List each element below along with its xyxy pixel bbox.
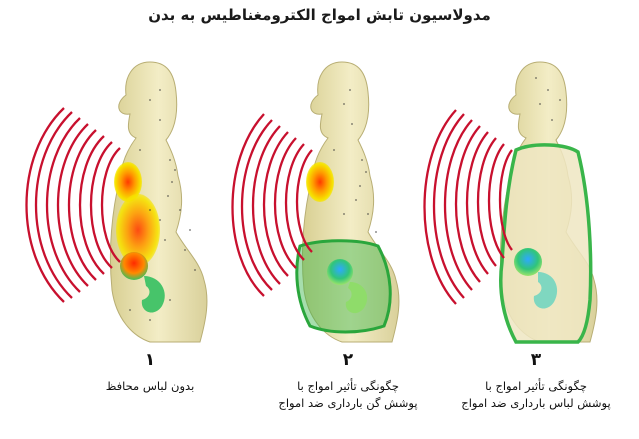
panel-2-number: ۲ [342,350,354,370]
shield-outline [499,143,593,344]
fetus-icon [327,259,368,314]
panel-3-number: ۳ [530,350,542,370]
field-dots [333,89,377,233]
body-figure [301,61,400,343]
panel-1-figure [25,61,208,343]
fetus-icon [514,248,558,309]
panel-3-figure [423,61,598,344]
panel-1-caption-line1: بدون لباس محافظ [105,379,195,393]
panel-2-figure [231,61,400,343]
panel-2-caption: چگونگی تأثیر امواج با پوشش گن بارداری ضد… [248,378,448,412]
wave-arcs [423,109,513,305]
heat-chest [114,162,142,202]
fetus-icon [120,252,165,313]
panel-1-number: ۱ [144,350,156,370]
heat-chest [306,162,334,202]
shield-outline [295,239,392,334]
panel-3-caption: چگونگی تأثیر امواج با پوشش لباس بارداری … [436,378,636,412]
panel-3-caption-line1: چگونگی تأثیر امواج با [485,379,587,393]
panel-1-caption: بدون لباس محافظ [50,378,250,395]
heat-belly [116,194,160,266]
wave-arcs [25,107,121,303]
field-dots [129,89,196,321]
panel-3-caption-line2: پوشش لباس بارداری ضد امواج [461,396,611,410]
wave-arcs [231,113,313,297]
panel-2-caption-line1: چگونگی تأثیر امواج با [297,379,399,393]
panel-2-caption-line2: پوشش گن بارداری ضد امواج [278,396,418,410]
page-title: مدولاسیون تابش امواج الکترومغناطیس به بد… [148,6,491,24]
field-dots [535,77,561,121]
